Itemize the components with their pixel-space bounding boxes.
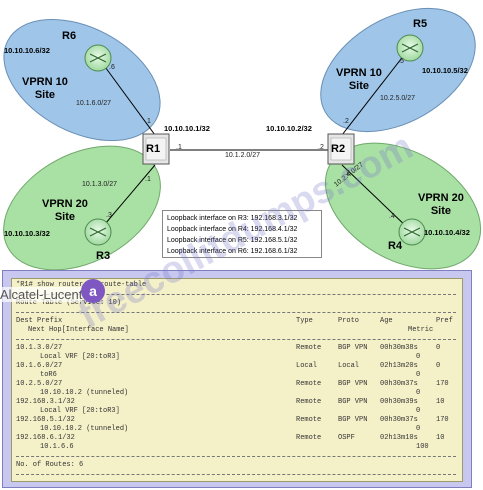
router-r3-icon <box>84 218 112 246</box>
route-table-header-row2: Next Hop[Interface Name] Metric <box>28 326 434 334</box>
router-r2-icon <box>327 133 355 165</box>
router-r1-system-ip: 10.10.10.1/32 <box>164 124 210 133</box>
r2-r4-end-r2: .2 <box>344 170 350 177</box>
loopback-line: Loopback interface on R6: 192.168.6.1/32 <box>167 248 298 255</box>
loopback-line: Loopback interface on R3: 192.168.3.1/32 <box>167 215 298 222</box>
site-vprn20-left-ellipse <box>3 145 161 271</box>
router-r4-label: R4 <box>388 240 403 252</box>
site-vprn10-left-ellipse <box>3 18 161 142</box>
router-r6-icon <box>84 44 112 72</box>
route-table-title: Route Table (Service: 10) <box>16 299 122 307</box>
router-r1-label: R1 <box>146 143 161 155</box>
link-r1-r6-subnet: 10.1.6.0/27 <box>76 100 112 107</box>
loopback-info-box: Loopback interface on R3: 192.168.3.1/32… <box>162 210 322 258</box>
r1-r3-end-r3: .3 <box>106 212 112 219</box>
r2-r5-end-r2: .2 <box>343 118 349 125</box>
brand-text: Alcatel-Lucent <box>0 287 83 302</box>
router-r3-label: R3 <box>96 250 111 262</box>
route-row-nexthop: 10.10.10.2 (tunneled)0 <box>40 389 421 397</box>
router-r1-icon <box>142 133 170 165</box>
r2-r4-end-r4: .4 <box>389 213 395 220</box>
route-table-header-row: Dest Prefix Type Proto Age Pref <box>16 317 453 325</box>
link-r1-r3 <box>99 164 156 231</box>
route-table-panel: *R1# show router 10 route-table Route Ta… <box>2 270 472 488</box>
link-r1-r2-subnet: 10.1.2.0/27 <box>225 152 261 159</box>
r1-r6-end-r1: .1 <box>145 118 151 125</box>
r1-r2-end-r1: .1 <box>176 144 182 151</box>
router-r5-system-ip: 10.10.10.5/32 <box>422 66 468 75</box>
r1-r3-end-r1: .1 <box>145 176 151 183</box>
r1-r6-end-r6: .6 <box>109 64 115 71</box>
router-r5-label: R5 <box>413 18 428 30</box>
router-r5-icon <box>396 34 424 62</box>
router-r2-system-ip: 10.10.10.2/32 <box>266 124 312 133</box>
brand-logo-icon: a <box>81 279 105 303</box>
r1-r2-end-r2: .2 <box>318 144 324 151</box>
link-r2-r5 <box>341 49 409 136</box>
link-r2-r4 <box>341 164 411 231</box>
route-row-nexthop: Local VRF [20:toR3]0 <box>40 407 421 415</box>
router-r4-system-ip: 10.10.10.4/32 <box>424 228 470 237</box>
router-r6-system-ip: 10.10.10.6/32 <box>4 46 50 55</box>
router-r6-label: R6 <box>62 30 77 42</box>
site-vprn10-right-ellipse <box>320 7 476 133</box>
loopback-line: Loopback interface on R4: 192.168.4.1/32 <box>167 226 298 233</box>
link-r1-r3-subnet: 10.1.3.0/27 <box>82 181 118 188</box>
route-count: No. of Routes: 6 <box>16 461 84 469</box>
route-row-nexthop: 10.10.10.2 (tunneled)0 <box>40 425 421 433</box>
router-r2-label: R2 <box>331 143 346 155</box>
terminal-output: *R1# show router 10 route-table Route Ta… <box>11 278 463 482</box>
r2-r5-end-r5: .5 <box>398 58 404 65</box>
link-r1-r6 <box>99 59 156 136</box>
router-r3-system-ip: 10.10.10.3/32 <box>4 229 50 238</box>
route-row-nexthop: Local VRF [20:toR3]0 <box>40 353 421 361</box>
router-r4-icon <box>398 218 426 246</box>
link-r2-r5-subnet: 10.2.5.0/27 <box>380 95 416 102</box>
loopback-line: Loopback interface on R5: 192.168.5.1/32 <box>167 237 298 244</box>
